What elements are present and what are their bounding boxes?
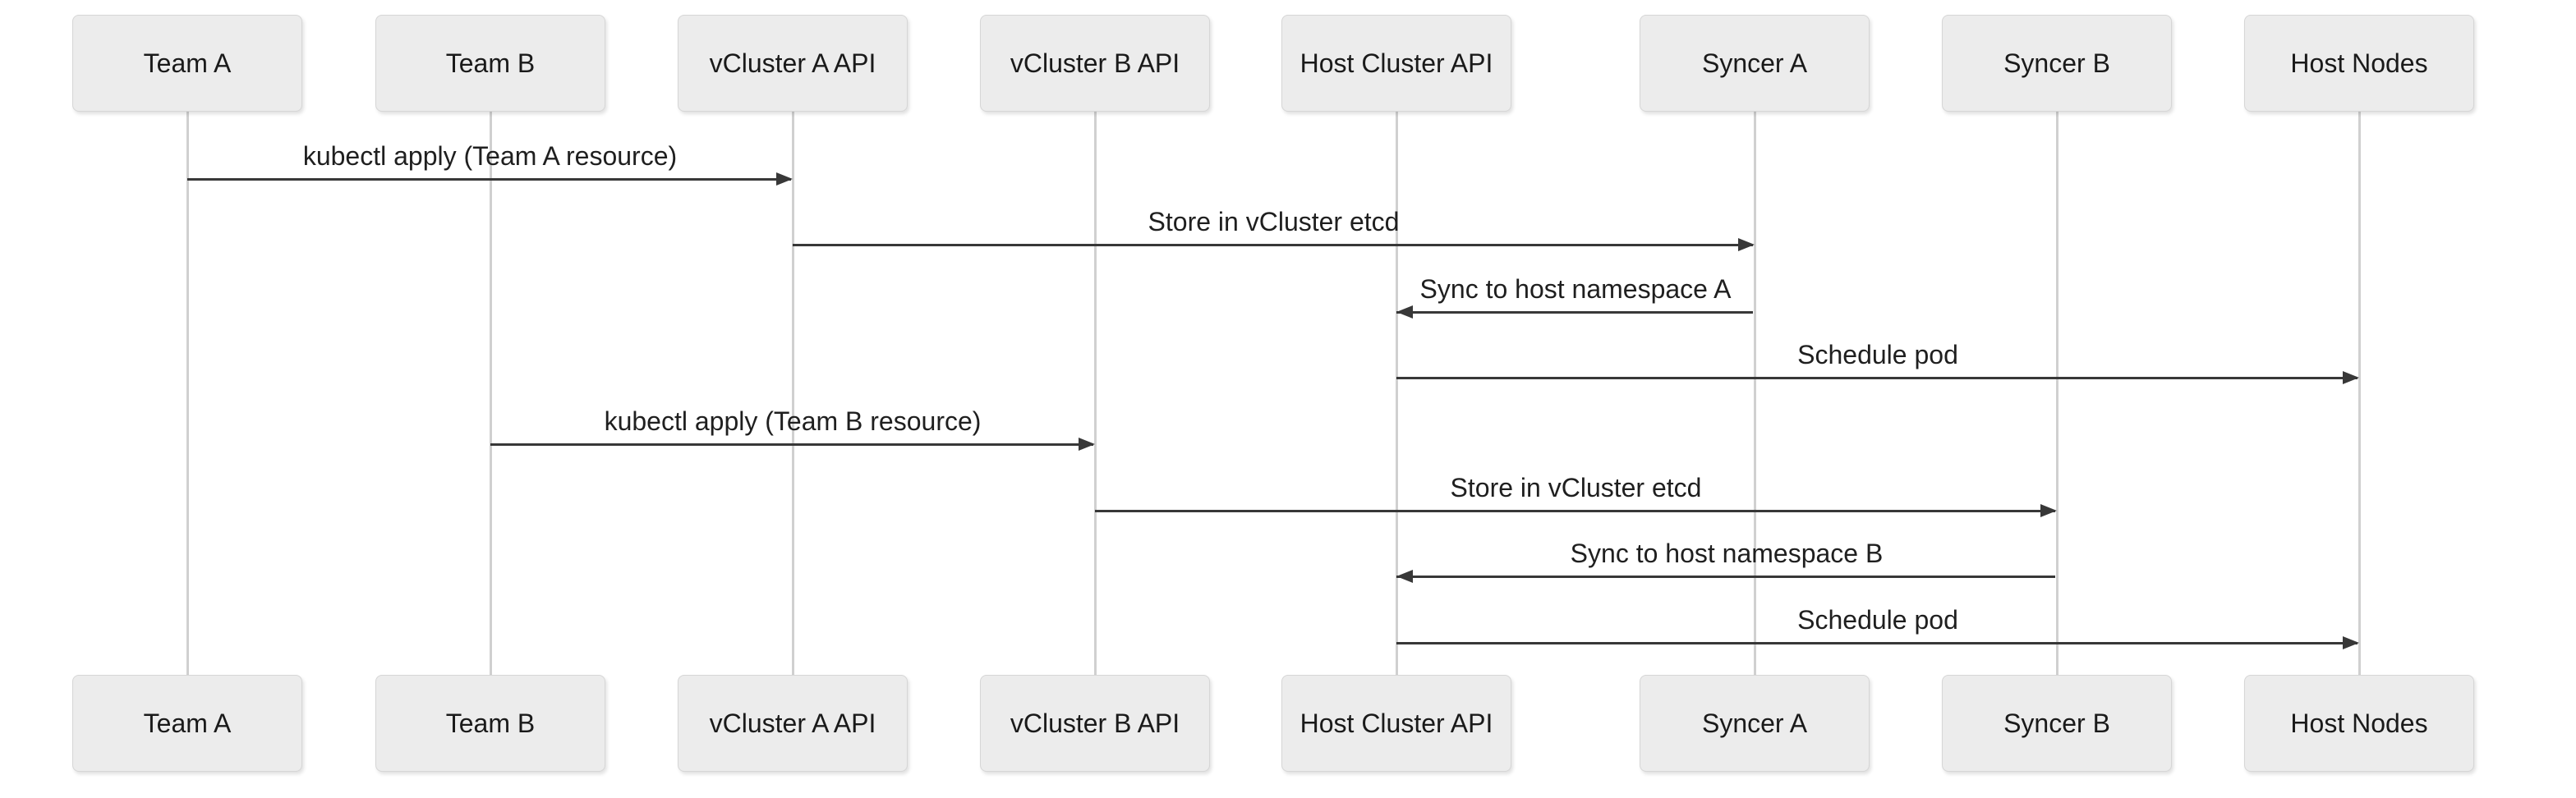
actor-label: Syncer B xyxy=(2003,708,2110,738)
message-line-5 xyxy=(490,443,1093,446)
actor-label: Team B xyxy=(445,708,536,738)
actor-syncer-a-top: Syncer A xyxy=(1640,15,1870,112)
actor-syncer-a-bottom: Syncer A xyxy=(1640,675,1870,772)
lifeline-host-cluster-api xyxy=(1395,112,1398,675)
actor-syncer-b-top: Syncer B xyxy=(1942,15,2172,112)
message-arrowhead-6 xyxy=(2040,504,2057,517)
message-label-4: Schedule pod xyxy=(1797,340,1958,369)
message-line-4 xyxy=(1396,377,2358,379)
actor-label: vCluster B API xyxy=(1010,708,1180,738)
message-line-1 xyxy=(187,178,791,181)
actor-host-cluster-api-top: Host Cluster API xyxy=(1281,15,1511,112)
actor-syncer-b-bottom: Syncer B xyxy=(1942,675,2172,772)
actor-vcluster-b-api-bottom: vCluster B API xyxy=(980,675,1210,772)
message-line-8 xyxy=(1396,642,2358,644)
actor-label: Host Cluster API xyxy=(1300,48,1493,78)
lifeline-team-b xyxy=(489,112,492,675)
actor-vcluster-b-api-top: vCluster B API xyxy=(980,15,1210,112)
message-line-7 xyxy=(1396,576,2055,578)
actor-vcluster-a-api-top: vCluster A API xyxy=(678,15,908,112)
actor-label: Team A xyxy=(143,708,232,738)
message-label-6: Store in vCluster etcd xyxy=(1450,473,1702,502)
lifeline-syncer-b xyxy=(2055,112,2058,675)
lifeline-vcluster-b-api xyxy=(1093,112,1097,675)
lifeline-team-a xyxy=(186,112,189,675)
message-line-6 xyxy=(1095,510,2055,512)
actor-label: Host Nodes xyxy=(2290,708,2428,738)
lifeline-host-nodes xyxy=(2358,112,2361,675)
actor-team-a-bottom: Team A xyxy=(72,675,302,772)
actor-team-b-top: Team B xyxy=(375,15,605,112)
actor-host-nodes-bottom: Host Nodes xyxy=(2244,675,2474,772)
lifeline-vcluster-a-api xyxy=(791,112,794,675)
actor-label: Syncer A xyxy=(1701,48,1808,78)
message-arrowhead-2 xyxy=(1738,238,1755,251)
actor-label: Team A xyxy=(143,48,232,78)
message-arrowhead-8 xyxy=(2343,636,2359,649)
actor-label: Host Nodes xyxy=(2290,48,2428,78)
actor-host-cluster-api-bottom: Host Cluster API xyxy=(1281,675,1511,772)
actor-vcluster-a-api-bottom: vCluster A API xyxy=(678,675,908,772)
message-label-7: Sync to host namespace B xyxy=(1570,539,1884,568)
message-arrowhead-1 xyxy=(776,172,793,186)
actor-label: vCluster A API xyxy=(709,48,876,78)
message-arrowhead-7 xyxy=(1396,570,1413,583)
actor-host-nodes-top: Host Nodes xyxy=(2244,15,2474,112)
actor-label: vCluster A API xyxy=(709,708,876,738)
actor-label: Syncer A xyxy=(1701,708,1808,738)
message-label-8: Schedule pod xyxy=(1797,605,1958,635)
lifeline-syncer-a xyxy=(1753,112,1756,675)
message-label-1: kubectl apply (Team A resource) xyxy=(302,141,678,171)
message-line-2 xyxy=(793,244,1753,246)
actor-label: Team B xyxy=(445,48,536,78)
message-arrowhead-3 xyxy=(1396,305,1413,319)
actor-label: Host Cluster API xyxy=(1300,708,1493,738)
actor-label: vCluster B API xyxy=(1010,48,1180,78)
message-arrowhead-4 xyxy=(2343,371,2359,384)
message-label-3: Sync to host namespace A xyxy=(1419,274,1732,304)
message-arrowhead-5 xyxy=(1079,438,1095,451)
message-label-5: kubectl apply (Team B resource) xyxy=(604,406,982,436)
message-line-3 xyxy=(1396,311,1753,314)
actor-team-a-top: Team A xyxy=(72,15,302,112)
actor-label: Syncer B xyxy=(2003,48,2110,78)
message-label-2: Store in vCluster etcd xyxy=(1148,207,1400,236)
actor-team-b-bottom: Team B xyxy=(375,675,605,772)
